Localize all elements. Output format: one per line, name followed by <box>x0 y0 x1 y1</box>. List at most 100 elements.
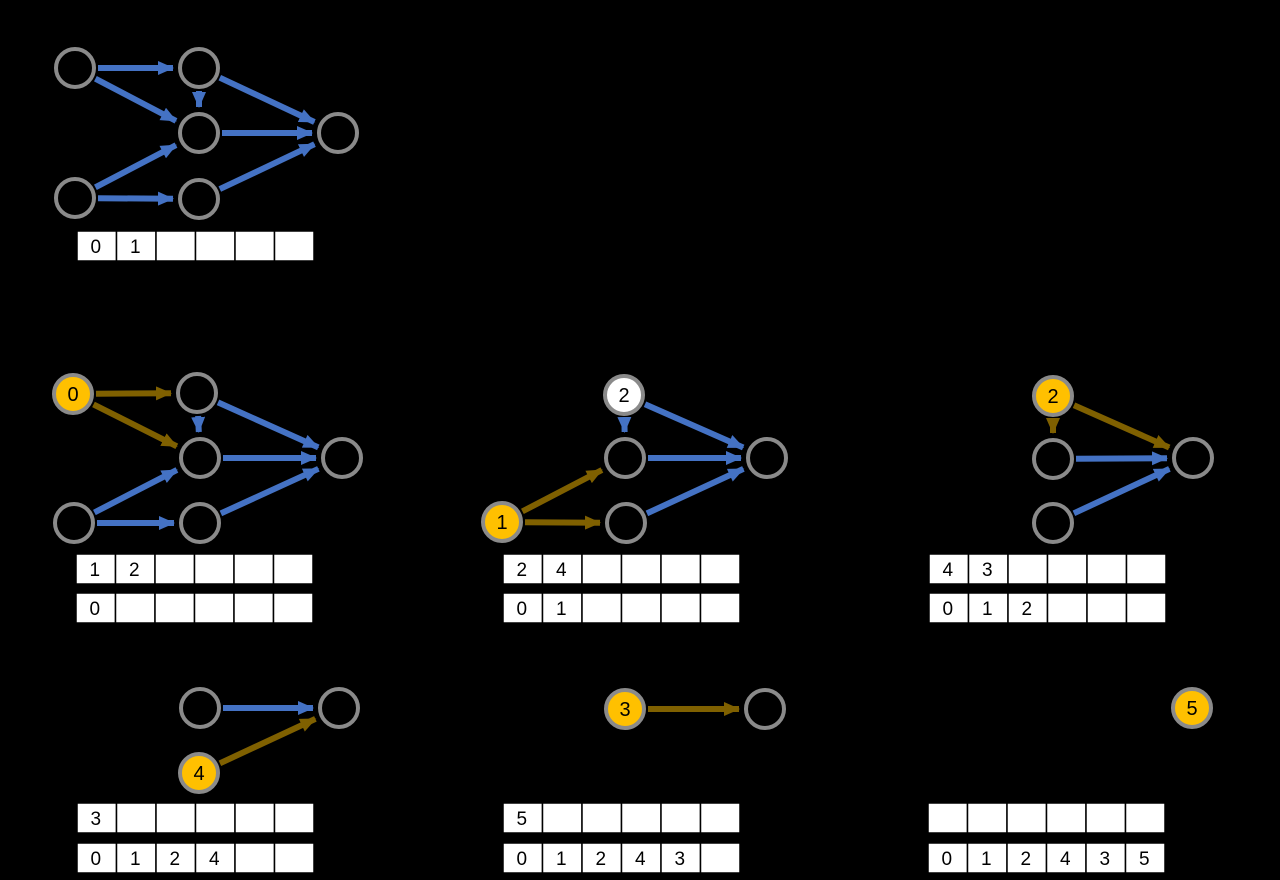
output-array-cell <box>273 842 315 874</box>
queue-array-cell <box>115 230 157 262</box>
edge-1-4 <box>524 515 601 530</box>
node-4 <box>1032 502 1074 544</box>
output-array-cell <box>660 592 702 624</box>
output-array-cell-value: 2 <box>596 849 607 870</box>
queue-array-cell <box>1045 802 1087 834</box>
node-label: 1 <box>496 512 507 534</box>
edge-3-5 <box>1075 451 1168 466</box>
output-array-cell-value: 1 <box>556 599 567 620</box>
output-array-cell <box>1046 592 1088 624</box>
queue-array-cell <box>928 553 970 585</box>
output-array-cell <box>193 592 235 624</box>
output-array-cell-value: 0 <box>942 849 953 870</box>
output-array-cell <box>154 592 196 624</box>
edge-1-4 <box>97 191 174 206</box>
output-array-cell <box>76 842 118 874</box>
queue-array-cell <box>699 553 741 585</box>
output-array-cell-value: 2 <box>1022 599 1033 620</box>
node-2 <box>1032 375 1074 417</box>
queue-array-cell <box>194 802 236 834</box>
node-4 <box>178 178 220 220</box>
queue-array-cell <box>541 553 583 585</box>
node-1 <box>54 177 96 219</box>
output-array-cell <box>114 592 156 624</box>
node-3 <box>179 687 221 729</box>
queue-array-cell <box>233 553 275 585</box>
queue-array-cell <box>581 553 623 585</box>
node-label: 5 <box>1186 698 1197 720</box>
output-array-cell <box>1085 842 1127 874</box>
output-array-cell-value: 3 <box>675 849 686 870</box>
node-label: 2 <box>1047 386 1058 408</box>
node-4 <box>178 752 220 794</box>
edge-2-3 <box>191 415 206 433</box>
queue-array-cell <box>541 802 583 834</box>
queue-array-cell <box>967 553 1009 585</box>
output-array-cell-value: 0 <box>517 599 528 620</box>
queue-array-cell <box>1125 553 1167 585</box>
edge-4-5 <box>1072 466 1171 517</box>
output-array-cell <box>581 592 623 624</box>
queue-array-cell <box>502 553 544 585</box>
edge-4-5 <box>219 466 320 517</box>
node-5 <box>744 688 786 730</box>
queue-array-cell <box>1086 553 1128 585</box>
output-array-cell <box>699 592 741 624</box>
node-3 <box>604 437 646 479</box>
edge-1-3 <box>94 142 178 190</box>
output-array-cell <box>272 592 314 624</box>
output-array-cell-value: 0 <box>517 849 528 870</box>
edge-1-3 <box>93 467 179 516</box>
node-label: 0 <box>67 384 78 406</box>
node-3 <box>178 112 220 154</box>
queue-array-cell <box>927 802 969 834</box>
output-array-cell <box>541 842 583 874</box>
edge-2-5 <box>643 401 745 451</box>
node-1 <box>481 501 523 543</box>
output-array-cell-value: 2 <box>1021 849 1032 870</box>
queue-array-cell <box>620 802 662 834</box>
node-0 <box>54 47 96 89</box>
output-array-cell-value: 4 <box>635 849 646 870</box>
queue-array-cell-value: 3 <box>982 560 993 581</box>
output-array-cell-value: 4 <box>1060 849 1071 870</box>
output-array-cell-value: 4 <box>209 849 220 870</box>
output-array-cell <box>620 842 662 874</box>
queue-array-cell <box>699 802 741 834</box>
output-array-cell <box>541 592 583 624</box>
output-array-cell <box>115 842 157 874</box>
node-label: 3 <box>619 699 630 721</box>
queue-array-cell <box>502 802 544 834</box>
edge-4-5 <box>218 141 316 192</box>
edge-0-2 <box>95 386 172 401</box>
node-1 <box>53 502 95 544</box>
queue-array-cell-value: 0 <box>91 237 102 258</box>
queue-array-cell <box>76 230 118 262</box>
node-2 <box>603 374 645 416</box>
output-array-cell-value: 5 <box>1139 849 1150 870</box>
output-array-cell <box>1045 842 1087 874</box>
queue-array-cell <box>660 553 702 585</box>
edge-2-5 <box>216 399 320 451</box>
queue-array-cell <box>620 553 662 585</box>
edge-2-5 <box>1072 402 1171 451</box>
node-2 <box>178 47 220 89</box>
edge-0-3 <box>94 76 178 124</box>
queue-array-cell-value: 5 <box>517 809 528 830</box>
queue-array-cell <box>272 553 314 585</box>
queue-array-cell-value: 2 <box>517 560 528 581</box>
queue-array-cell <box>1007 553 1049 585</box>
output-array-cell <box>1086 592 1128 624</box>
output-array-cell-value: 3 <box>1100 849 1111 870</box>
output-array-cell <box>620 592 662 624</box>
queue-array-cell <box>234 230 276 262</box>
output-array-cell-value: 2 <box>170 849 181 870</box>
output-array-cell-value: 0 <box>943 599 954 620</box>
node-4 <box>179 502 221 544</box>
edge-4-5 <box>218 716 317 767</box>
